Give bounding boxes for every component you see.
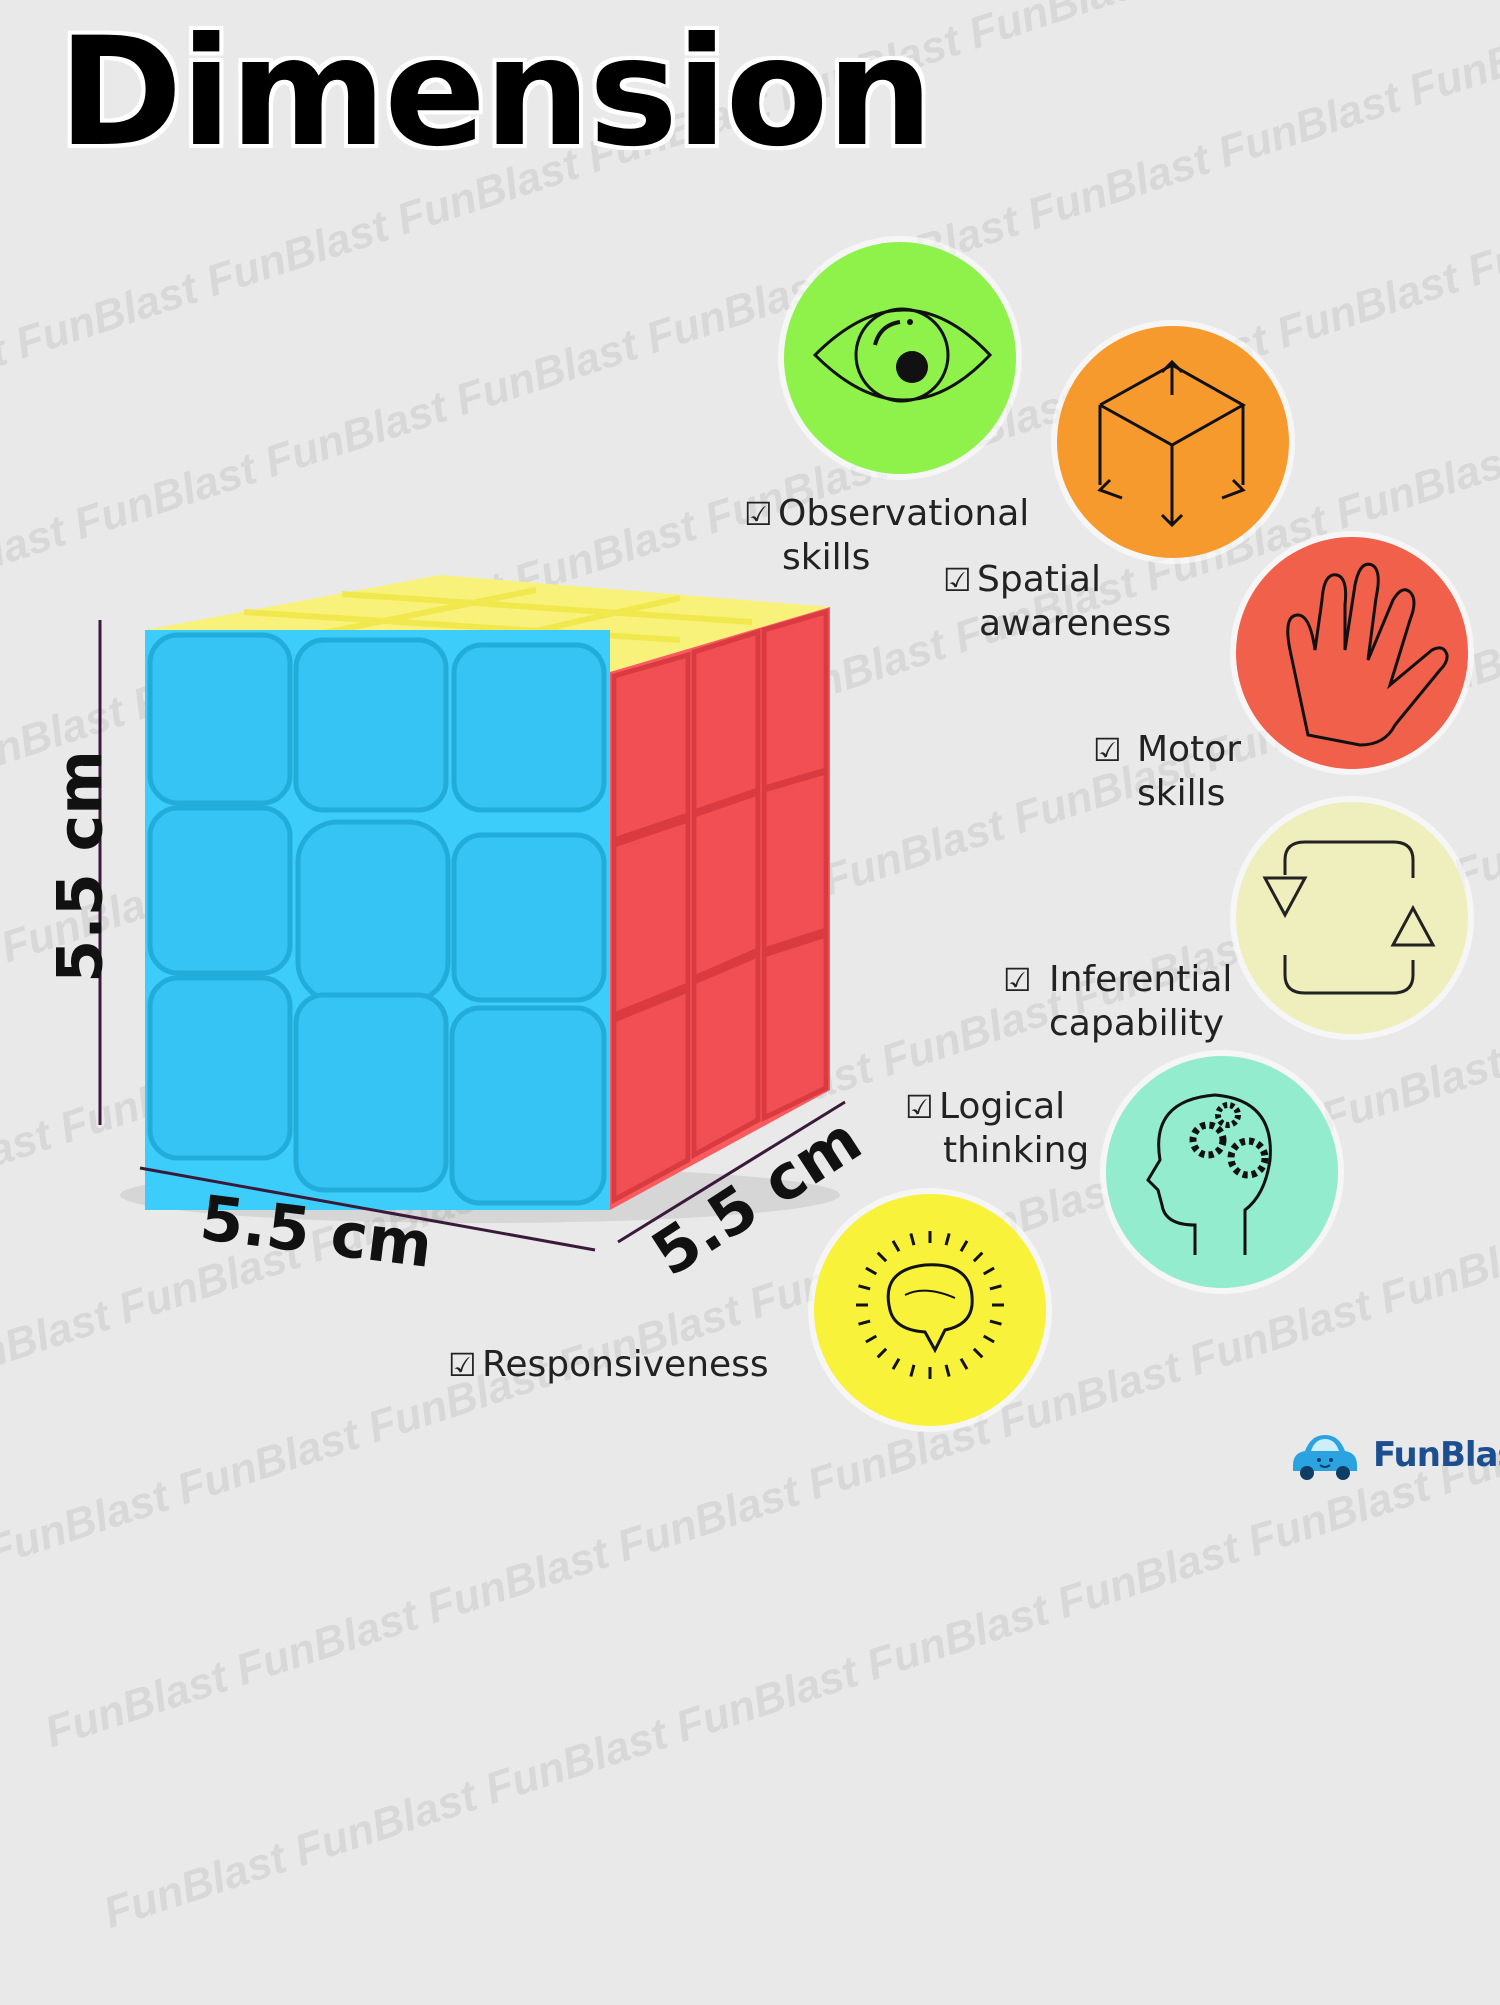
sun-ray [982, 1266, 995, 1276]
skill-label: Observational [778, 493, 1030, 534]
sun-ray [858, 1319, 871, 1326]
skill-spatial: ☑Spatial awareness [943, 558, 1171, 645]
skill-motor: ☑ Motor skills [1093, 728, 1241, 815]
sun-ray [865, 1266, 878, 1276]
skill-label: Logical [939, 1086, 1066, 1127]
page-title: Dimension [58, 6, 933, 180]
checkbox-icon: ☑ [744, 495, 773, 533]
checkbox-icon: ☑ [1093, 731, 1122, 769]
sun-ray [959, 1240, 969, 1253]
sun-ray [876, 1251, 888, 1263]
checkbox-icon: ☑ [905, 1088, 934, 1126]
checkbox-icon: ☑ [448, 1346, 477, 1384]
sun-ray [865, 1334, 878, 1344]
car-icon [1293, 1435, 1357, 1480]
sun-ray [944, 1364, 951, 1377]
cube-top-face [145, 575, 830, 672]
skill-observational: ☑Observational skills [744, 492, 1029, 579]
sun-ray [944, 1233, 951, 1246]
cube-side-stickers [611, 608, 829, 1205]
sun-ray [891, 1357, 901, 1370]
skill-logical: ☑Logical thinking [905, 1085, 1089, 1172]
eye-icon [778, 236, 1022, 480]
skill-label: awareness [979, 603, 1172, 644]
sun-ray [959, 1357, 969, 1370]
product-image: FunBlast FunBlast FunBlast FunBlast FunB… [0, 0, 1500, 1938]
skill-label: Spatial [977, 559, 1101, 600]
cube-icon [1051, 320, 1295, 564]
brand-name: FunBlast [1373, 1435, 1500, 1475]
skill-label: Responsiveness [482, 1344, 769, 1385]
depth-dimension-line [617, 1100, 846, 1244]
skill-responsiveness: ☑Responsiveness [448, 1343, 769, 1387]
sun-ray [982, 1334, 995, 1344]
rubiks-cube-illustration [98, 575, 846, 1252]
sun-ray [876, 1347, 888, 1359]
sun-ray [858, 1284, 871, 1291]
sun-ray [909, 1233, 916, 1246]
cube-front-stickers [147, 632, 607, 1206]
sun-ray [989, 1319, 1002, 1326]
sun-ray [891, 1240, 901, 1253]
skill-label: Motor [1137, 729, 1242, 770]
skill-label: thinking [943, 1130, 1090, 1171]
cycle-arrows-icon [1230, 796, 1474, 1040]
skill-label: Inferential [1049, 959, 1233, 1000]
sun-ray [972, 1251, 984, 1263]
skill-label: skills [782, 537, 871, 578]
brand-logo: FunBlast [1285, 1425, 1500, 1485]
sun-ray [989, 1284, 1002, 1291]
hand-icon [1230, 531, 1474, 775]
skill-label: capability [1049, 1003, 1225, 1044]
skill-inferential: ☑ Inferential capability [1003, 958, 1232, 1045]
width-dimension-line [139, 1166, 596, 1252]
checkbox-icon: ☑ [943, 561, 972, 599]
head-gears-icon [1100, 1050, 1344, 1294]
sun-ray [909, 1364, 916, 1377]
checkbox-icon: ☑ [1003, 961, 1032, 999]
sun-ray [972, 1347, 984, 1359]
brain-bulb-icon [808, 1188, 1052, 1432]
skill-label: skills [1137, 773, 1226, 814]
skill-icons [778, 236, 1474, 1432]
